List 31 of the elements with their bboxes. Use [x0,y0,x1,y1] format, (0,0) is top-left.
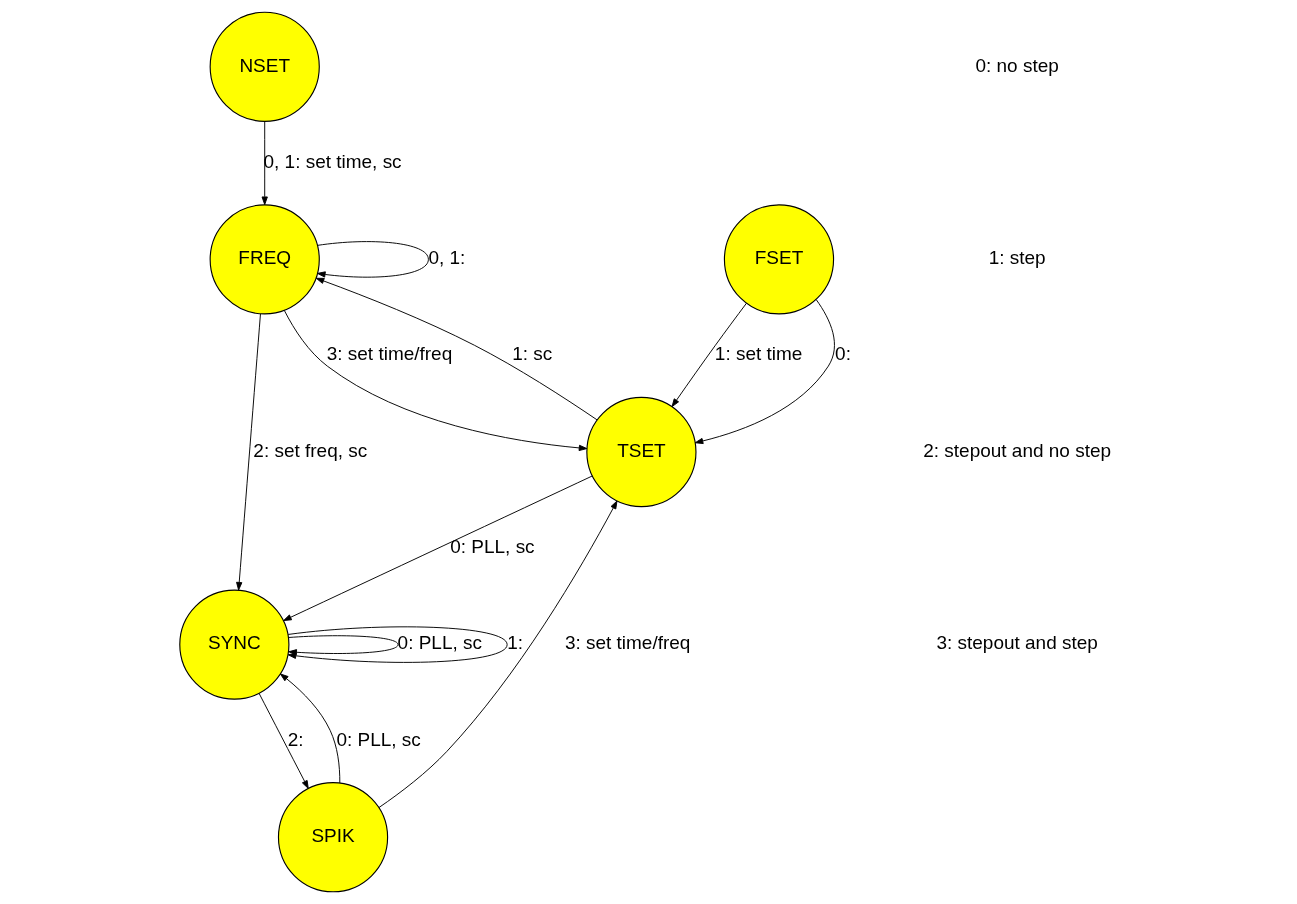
node-circle: FSET [723,204,834,315]
arrow [258,692,309,789]
node-circle: SPIK [277,782,388,893]
label: 1: step [988,247,1046,269]
label: 3: stepout and step [935,632,1098,654]
arrow [283,309,587,452]
edge-label: 2: set freq, sc [252,439,367,461]
edge-label: 0: [834,343,851,365]
arrow [261,120,268,205]
label: 2: stepout and no step [922,439,1111,461]
edge-label: 2: [287,728,303,750]
edge-label: 0: PLL, sc [335,728,421,750]
edge-label: 1: [506,632,523,654]
label: 0: no step [975,54,1059,76]
arrow [282,475,593,622]
node-circle: FREQ [209,204,320,315]
arrow [694,299,835,445]
arrow [671,302,747,408]
edge-label: 0: PLL, sc [397,632,482,654]
arrow [279,673,340,784]
edge-label: 3: set time/freq [564,632,690,654]
edge-label: 0: PLL, sc [449,536,535,558]
node-circle: NSET [209,11,320,122]
arrow [235,313,261,591]
arrow [315,277,597,421]
edge-label: 0, 1: [427,247,465,269]
edge-label: 1: set time [714,343,802,365]
edge-label: 3: set time/freq [326,343,452,365]
edge-label: 1: sc [511,343,552,365]
arrow [316,241,429,278]
arrow [378,500,617,808]
